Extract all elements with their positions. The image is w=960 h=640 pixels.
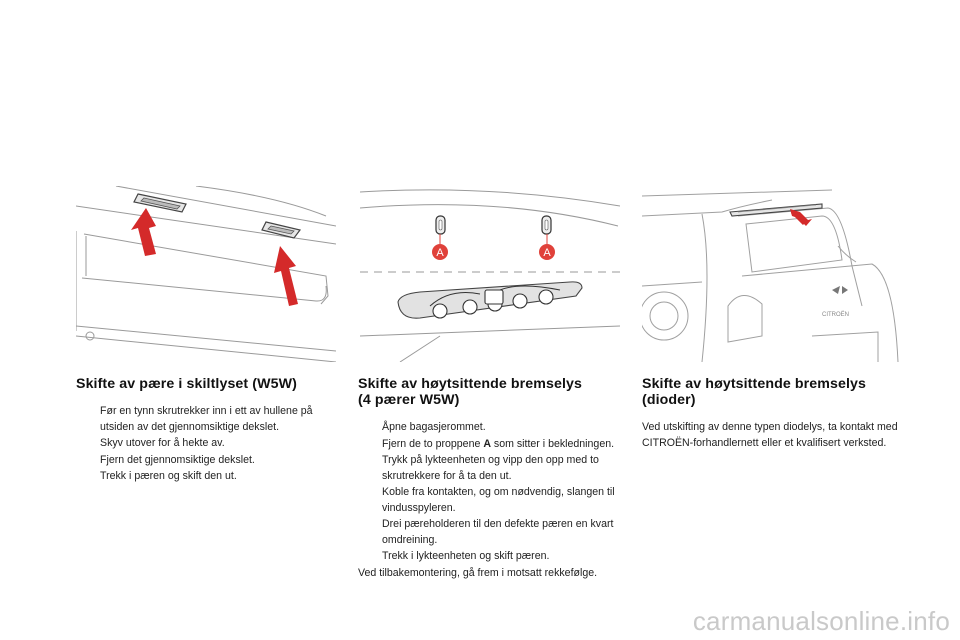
step-text: Trekk i pæren og skift den ut. [100, 470, 237, 482]
section-title-plate-lamp: Skifte av pære i skiltlyset (W5W) [76, 376, 297, 392]
led-body-text: Ved utskifting av denne typen diodelys, … [642, 421, 898, 449]
plate-lamp-drawing [76, 186, 336, 362]
brand-text: CITROËN [822, 311, 849, 318]
step-text: Før en tynn skrutrekker inn i ett av hul… [100, 405, 313, 433]
section-title-brake-lamp-led: Skifte av høytsittende bremselys (dioder… [642, 376, 904, 408]
step-item: Drei pæreholderen til den defekte pæren … [358, 517, 620, 548]
section-title-brake-lamp-bulbs: Skifte av høytsittende bremselys (4 pære… [358, 376, 620, 408]
step-text: Trekk i lykteenheten og skift pæren. [382, 550, 550, 562]
label-a-left: A [436, 247, 444, 259]
label-a-right-badge [539, 244, 555, 260]
illustration-car-rear-led: CITROËN [642, 186, 902, 362]
step-text: Trykk på lykteenheten og vipp den opp me… [382, 454, 599, 482]
steps-brake-lamp-bulbs: Åpne bagasjerommet. Fjern de to proppene… [358, 420, 620, 565]
reassembly-note: Ved tilbakemontering, gå frem i motsatt … [358, 566, 598, 579]
label-a-left-badge [432, 244, 448, 260]
label-a-right: A [543, 247, 551, 259]
step-text: Skyv utover for å hekte av. [100, 437, 225, 449]
step-item: Åpne bagasjerommet. [358, 420, 620, 436]
arrow-right [274, 246, 298, 306]
step-item: Skyv utover for å hekte av. [76, 436, 338, 452]
lamp-housing-left [133, 193, 187, 213]
step-text: Koble fra kontakten, og om nødvendig, sl… [382, 486, 615, 514]
step-item: Fjern de to proppene A som sitter i bekl… [358, 437, 620, 453]
illustration-brake-lamp-bulbs: A A [360, 186, 620, 362]
car-rear-drawing: CITROËN [642, 189, 899, 362]
brake-lamp-unit [397, 281, 583, 319]
led-brake-lamp [729, 203, 823, 217]
section-brake-lamp-led: Skifte av høytsittende bremselys (dioder… [642, 376, 904, 451]
illustration-plate-lamp [76, 186, 336, 362]
arrow-led [790, 209, 812, 226]
title-line-2: (4 pærer W5W) [358, 392, 460, 408]
plug-right [541, 215, 552, 235]
step-text: Drei pæreholderen til den defekte pæren … [382, 518, 614, 546]
step-item: Trykk på lykteenheten og vipp den opp me… [358, 453, 620, 484]
brake-lamp-bulbs-drawing: A A [360, 189, 620, 362]
step-item: Trekk i pæren og skift den ut. [76, 469, 338, 485]
step-item: Før en tynn skrutrekker inn i ett av hul… [76, 404, 338, 435]
arrow-left [131, 208, 156, 256]
step-text-suffix: som sitter i bekledningen. [493, 437, 615, 450]
plug-left [435, 215, 446, 235]
title-line-1: Skifte av høytsittende bremselys [358, 376, 582, 392]
step-text: Fjern det gjennomsiktige dekslet. [100, 453, 255, 466]
steps-plate-lamp: Før en tynn skrutrekker inn i ett av hul… [76, 404, 338, 485]
step-item: Koble fra kontakten, og om nødvendig, sl… [358, 485, 620, 516]
title-line-2: (dioder) [642, 392, 696, 408]
step-item: Trekk i lykteenheten og skift pæren. [358, 549, 620, 565]
title-line-1: Skifte av høytsittende bremselys [642, 376, 866, 392]
step-item: Fjern det gjennomsiktige dekslet. [76, 453, 338, 469]
step-text: Åpne bagasjerommet. [382, 421, 486, 433]
lamp-housing-right [261, 221, 302, 239]
ds-logo [832, 286, 848, 294]
watermark: carmanualsonline.info [692, 606, 950, 636]
label-a-ref: A [483, 437, 491, 450]
section-brake-lamp-bulbs: Skifte av høytsittende bremselys (4 pære… [358, 376, 620, 581]
section-plate-lamp: Skifte av pære i skiltlyset (W5W) Før en… [76, 376, 338, 486]
step-text: Fjern de to proppene [382, 437, 481, 450]
